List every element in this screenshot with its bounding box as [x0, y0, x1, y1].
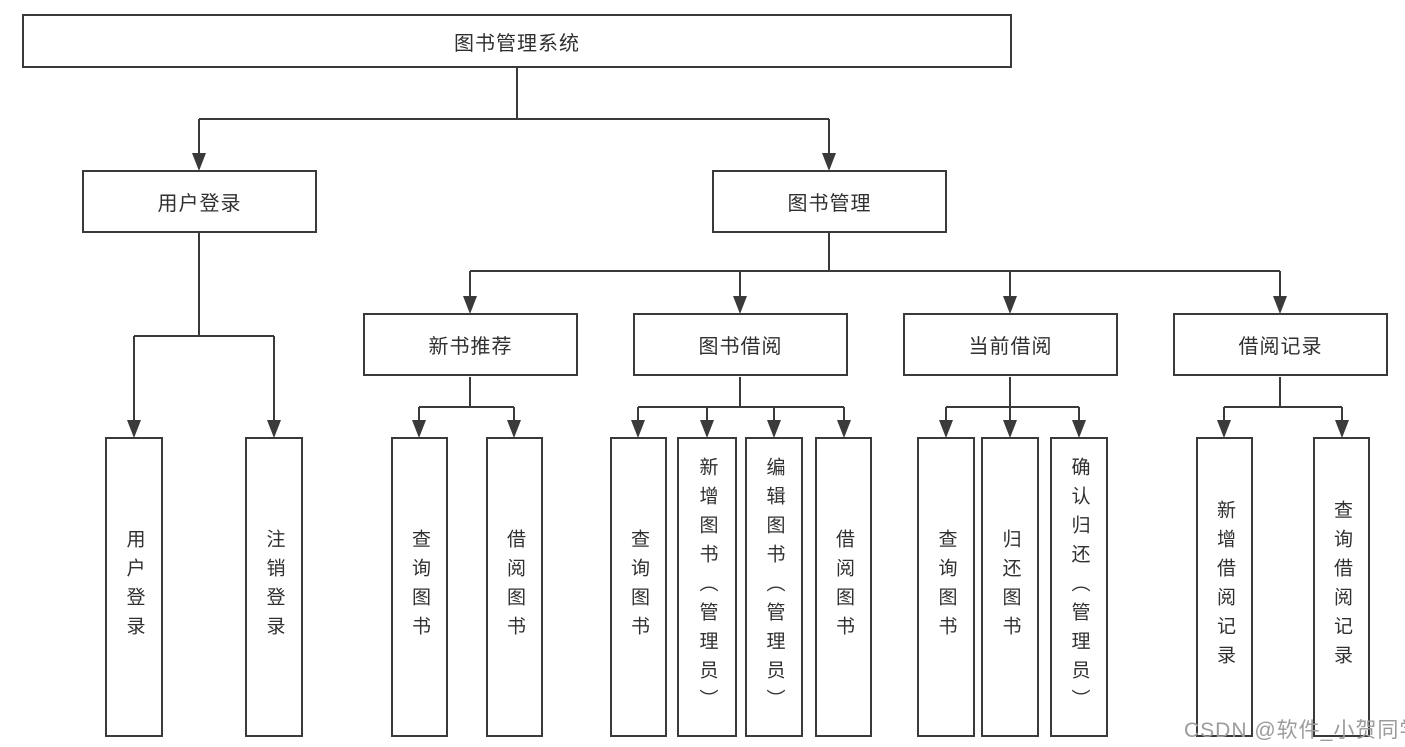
leaf-user-login: 用户登录 — [105, 437, 163, 737]
leaf-borrow-query-book: 查询图书 — [610, 437, 667, 737]
leaf-borrow-add-book-admin: 新增图书（管理员） — [677, 437, 737, 737]
leaf-label: 用户登录 — [123, 529, 145, 645]
leaf-label: 新增图书（管理员） — [696, 456, 718, 718]
node-library-system: 图书管理系统 — [22, 14, 1012, 68]
leaf-label: 查询借阅记录 — [1331, 500, 1352, 674]
node-label: 图书管理系统 — [454, 32, 580, 55]
node-label: 当前借阅 — [968, 336, 1053, 358]
leaf-record-query-record: 查询借阅记录 — [1313, 437, 1370, 737]
leaf-label: 查询图书 — [628, 529, 649, 645]
node-user-login: 用户登录 — [82, 170, 317, 233]
leaf-newrec-query-book: 查询图书 — [391, 437, 448, 737]
node-label: 图书借阅 — [698, 336, 783, 358]
leaf-label: 借阅图书 — [504, 529, 525, 645]
leaf-current-query-book: 查询图书 — [917, 437, 975, 737]
leaf-borrow-borrow-book: 借阅图书 — [815, 437, 872, 737]
node-book-borrow: 图书借阅 — [633, 313, 848, 376]
leaf-label: 编辑图书（管理员） — [763, 456, 785, 718]
leaf-record-add-record: 新增借阅记录 — [1196, 437, 1253, 737]
leaf-label: 注销登录 — [263, 529, 285, 645]
leaf-label: 查询图书 — [409, 529, 430, 645]
leaf-logout: 注销登录 — [245, 437, 303, 737]
node-label: 图书管理 — [787, 193, 872, 215]
leaf-label: 确认归还（管理员） — [1068, 456, 1090, 718]
leaf-borrow-edit-book-admin: 编辑图书（管理员） — [745, 437, 803, 737]
leaf-current-return-book: 归还图书 — [981, 437, 1039, 737]
leaf-label: 借阅图书 — [833, 529, 854, 645]
leaf-label: 新增借阅记录 — [1214, 500, 1235, 674]
node-book-management: 图书管理 — [712, 170, 947, 233]
leaf-label: 查询图书 — [935, 529, 957, 645]
csdn-watermark: CSDN @软件_小贺同学 — [1184, 719, 1405, 742]
node-borrow-record: 借阅记录 — [1173, 313, 1388, 376]
leaf-newrec-borrow-book: 借阅图书 — [486, 437, 543, 737]
node-label: 用户登录 — [157, 193, 242, 215]
node-label: 借阅记录 — [1238, 336, 1323, 358]
node-label: 新书推荐 — [428, 336, 513, 358]
leaf-label: 归还图书 — [999, 529, 1021, 645]
node-current-borrow: 当前借阅 — [903, 313, 1118, 376]
node-new-book-recommend: 新书推荐 — [363, 313, 578, 376]
leaf-current-confirm-return-admin: 确认归还（管理员） — [1050, 437, 1108, 737]
